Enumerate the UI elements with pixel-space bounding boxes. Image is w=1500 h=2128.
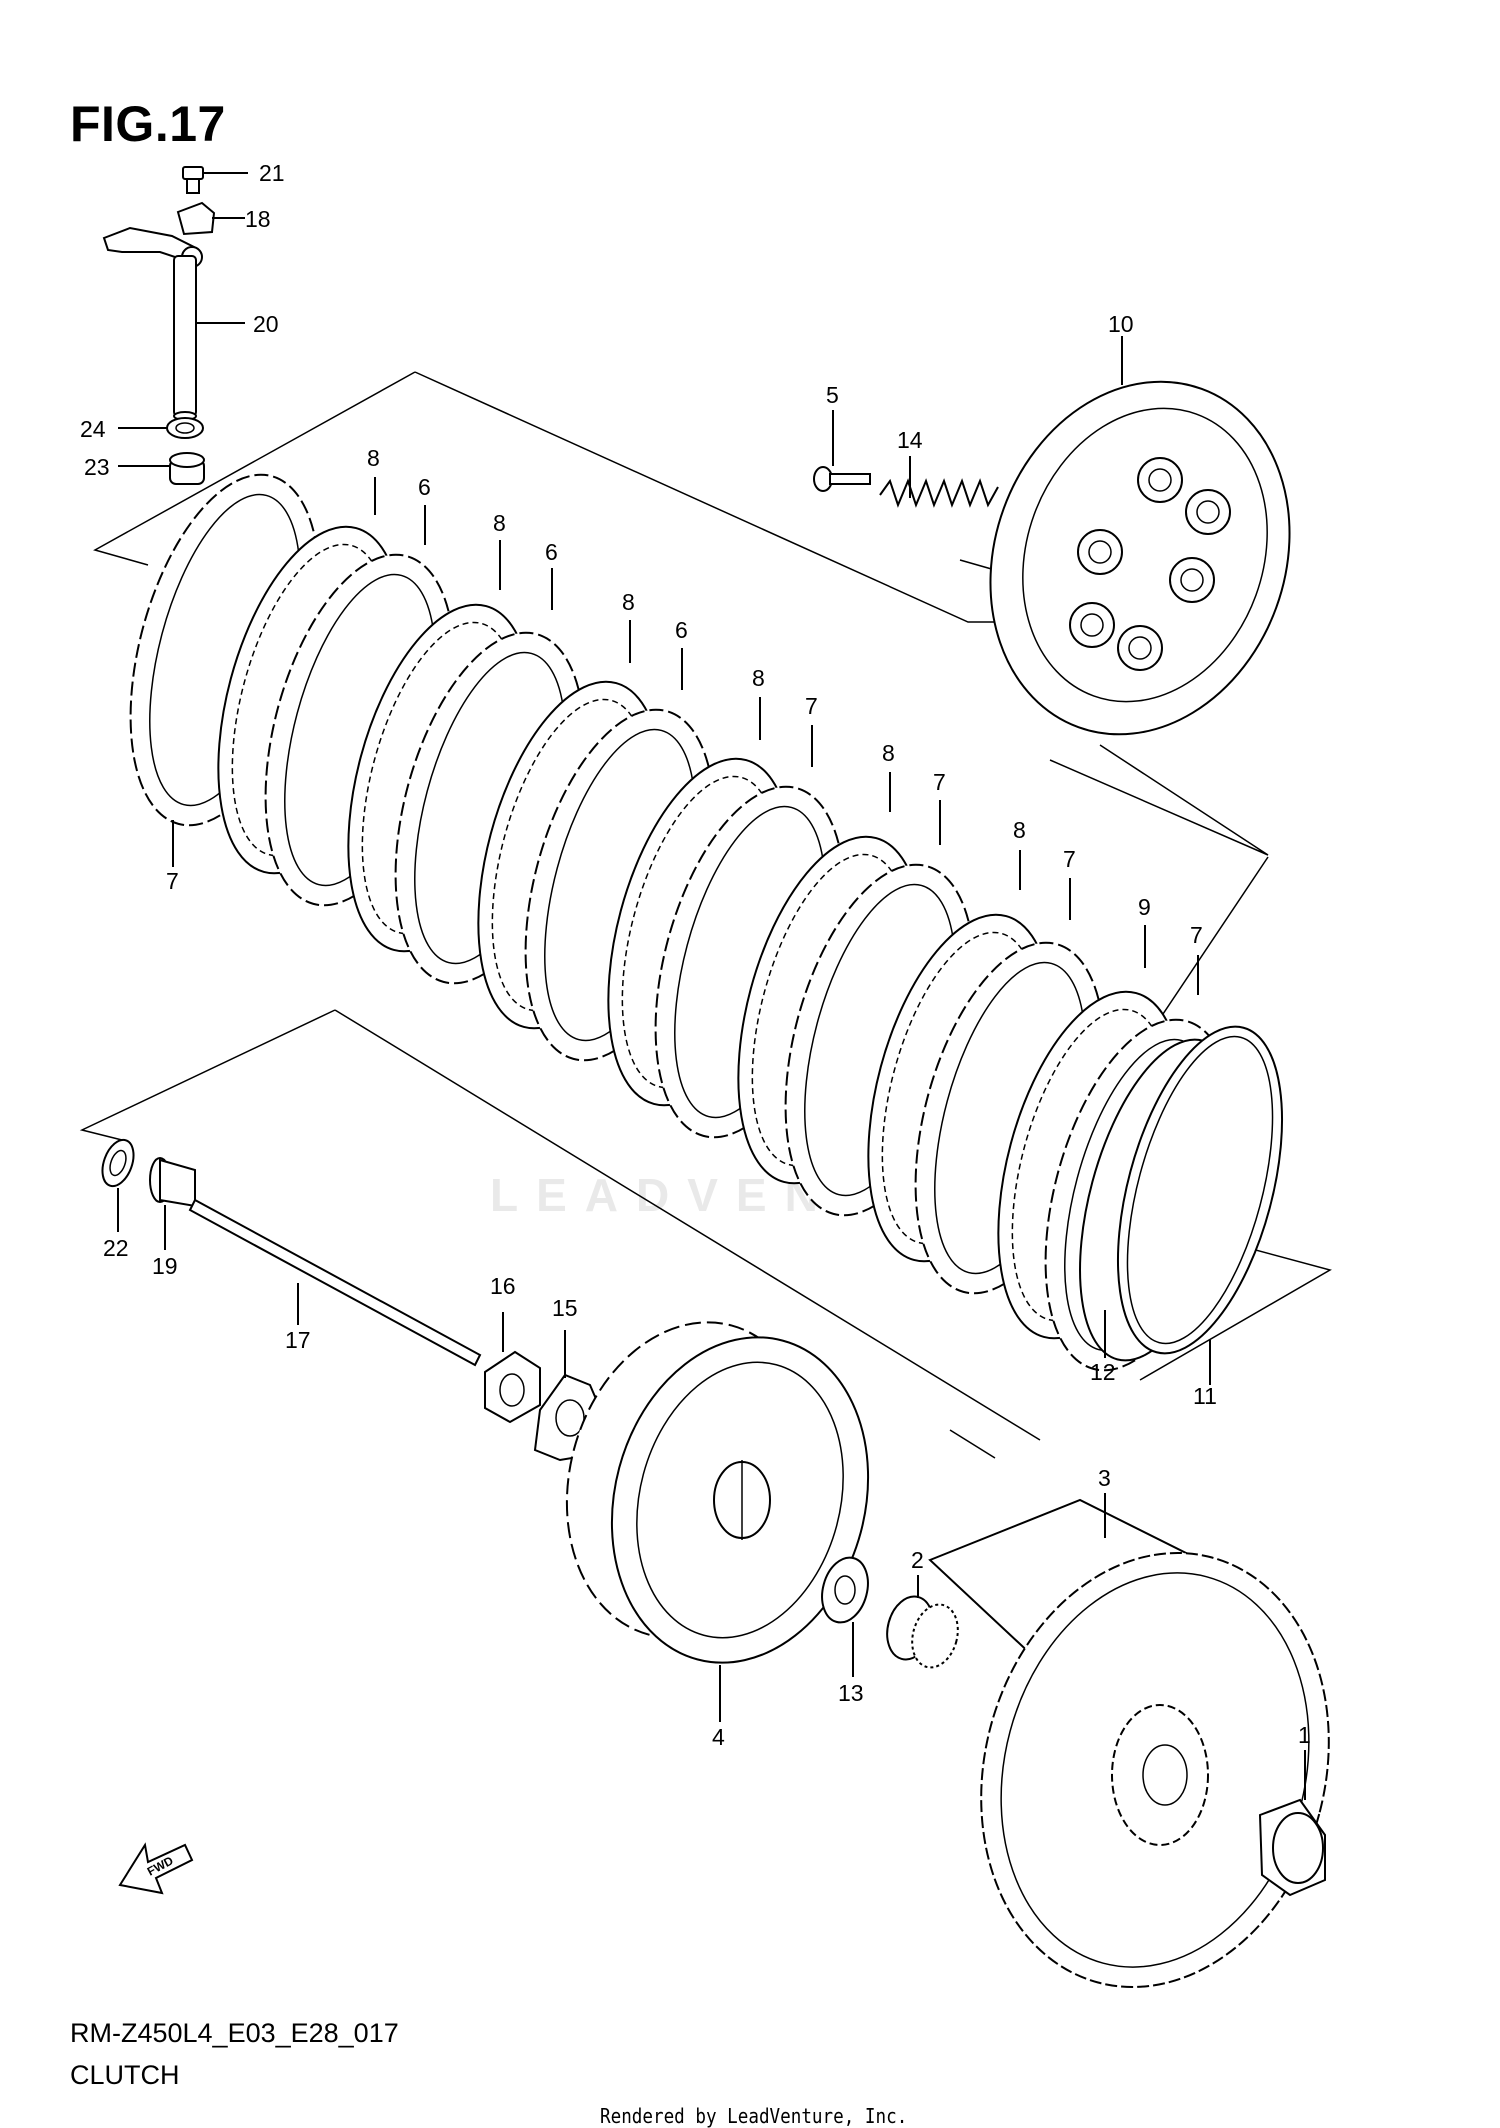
bushing-19[interactable] (149, 1157, 196, 1208)
callout-7e[interactable]: 7 (166, 868, 179, 894)
plate-18[interactable] (176, 201, 216, 236)
bolt-5[interactable] (813, 466, 871, 492)
callout-10[interactable]: 10 (1108, 311, 1134, 337)
callout-12[interactable]: 12 (1090, 1359, 1116, 1385)
callout-8a[interactable]: 8 (367, 445, 380, 471)
callout-3[interactable]: 3 (1098, 1465, 1111, 1491)
callout-16[interactable]: 16 (490, 1273, 516, 1299)
callout-7b[interactable]: 7 (933, 769, 946, 795)
sleeve-hub-4[interactable] (533, 1294, 904, 1691)
callout-8c[interactable]: 8 (622, 589, 635, 615)
callout-11[interactable]: 11 (1193, 1383, 1217, 1409)
callout-17[interactable]: 17 (285, 1327, 311, 1353)
bearing-23[interactable] (169, 452, 205, 485)
model-code: RM-Z450L4_E03_E28_017 (70, 2018, 399, 2048)
spring-14[interactable] (879, 478, 999, 571)
callout-8d[interactable]: 8 (752, 665, 765, 691)
release-shaft-20[interactable] (102, 226, 203, 421)
callout-7d[interactable]: 7 (1190, 922, 1203, 948)
bolt-21[interactable] (182, 166, 204, 194)
spring-washer-11[interactable] (1087, 1009, 1313, 1371)
nut-16[interactable] (484, 1350, 541, 1424)
callout-19[interactable]: 19 (152, 1253, 178, 1279)
push-rod-17[interactable] (188, 1198, 482, 1367)
callout-15[interactable]: 15 (552, 1295, 578, 1321)
callout-9[interactable]: 9 (1138, 894, 1151, 920)
callout-6c[interactable]: 6 (675, 617, 688, 643)
callout-8b[interactable]: 8 (493, 510, 506, 536)
callout-22[interactable]: 22 (103, 1235, 129, 1261)
oil-seal-24[interactable] (166, 417, 204, 439)
callout-8f[interactable]: 8 (1013, 817, 1026, 843)
callout-7a[interactable]: 7 (805, 693, 818, 719)
callout-23[interactable]: 23 (84, 454, 110, 480)
callout-21[interactable]: 21 (259, 160, 285, 186)
leader-lines (117, 172, 1306, 1800)
section-name: CLUTCH (70, 2060, 180, 2090)
callout-1[interactable]: 1 (1298, 1722, 1311, 1748)
callout-24[interactable]: 24 (80, 416, 106, 442)
callout-4[interactable]: 4 (712, 1724, 725, 1750)
callout-5[interactable]: 5 (826, 382, 839, 408)
callout-6a[interactable]: 6 (418, 474, 431, 500)
fwd-arrow-icon: FWD (118, 1842, 194, 1895)
callout-2[interactable]: 2 (911, 1547, 924, 1573)
washer-13[interactable] (815, 1552, 875, 1627)
footer-credit: Rendered by LeadVenture, Inc. (600, 2104, 908, 2128)
spacer-1[interactable] (1258, 1798, 1326, 1897)
callout-20[interactable]: 20 (253, 311, 279, 337)
needle-bearing-2[interactable] (880, 1591, 964, 1672)
seal-22[interactable] (97, 1136, 140, 1191)
callout-14[interactable]: 14 (897, 427, 923, 453)
callout-13[interactable]: 13 (838, 1680, 864, 1706)
fig-title: FIG.17 (70, 96, 226, 152)
callout-7c[interactable]: 7 (1063, 846, 1076, 872)
callout-labels: 21 18 20 24 23 5 14 10 8 6 8 6 8 6 8 7 8… (80, 160, 1311, 1750)
callout-18[interactable]: 18 (245, 206, 271, 232)
clutch-plate-stack (129, 473, 1313, 1372)
callout-8e[interactable]: 8 (882, 740, 895, 766)
pressure-plate-10[interactable] (942, 339, 1338, 776)
callout-6b[interactable]: 6 (545, 539, 558, 565)
clutch-housing-3[interactable] (928, 1498, 1376, 2027)
